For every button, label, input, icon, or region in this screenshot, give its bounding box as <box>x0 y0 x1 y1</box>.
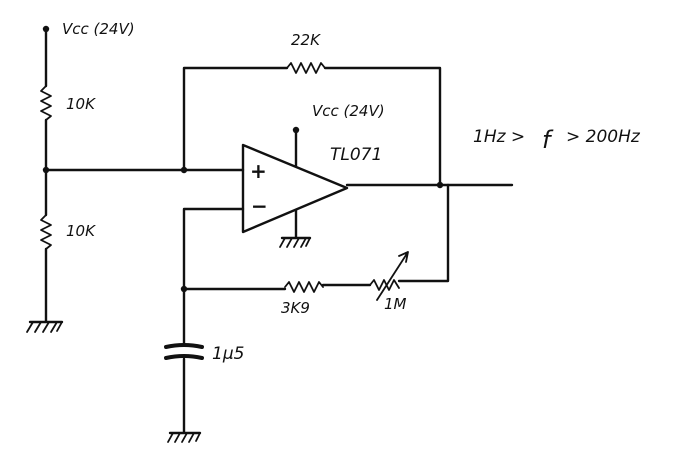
opamp-model-label: TL071 <box>330 145 382 165</box>
opamp-minus-sign: − <box>251 194 268 218</box>
rc-wire-right <box>397 183 450 283</box>
frequency-range-annotation: 1Hz > f > 200Hz <box>473 126 641 154</box>
output-junction-dot <box>436 181 444 189</box>
opamp-supply-dot <box>292 126 300 134</box>
resistor-label-10k-bottom: 10K <box>66 222 96 240</box>
wire-minus-input <box>182 207 245 291</box>
vcc-label-left: Vcc (24V) <box>62 20 135 38</box>
feedback-22k-loop: 22K <box>182 31 442 187</box>
resistor-22k <box>286 62 326 74</box>
cap-plate-top <box>164 343 204 349</box>
ground-symbol-left <box>26 320 64 333</box>
frequency-suffix: > 200Hz <box>566 127 641 147</box>
ground-symbol-opamp <box>279 236 312 248</box>
resistor-3k9 <box>284 281 324 293</box>
frequency-symbol: f <box>542 126 554 154</box>
capacitor-label: 1μ5 <box>212 344 244 364</box>
opamp-tl071: + − Vcc (24V) TL071 <box>241 102 385 248</box>
feedback-wire-left <box>182 66 289 172</box>
resistor-10k-bottom <box>40 214 52 250</box>
opamp-plus-sign: + <box>250 159 267 183</box>
voltage-divider: Vcc (24V) 10K 10K <box>26 20 135 333</box>
resistor-label-3k9: 3K9 <box>281 299 310 317</box>
resistor-10k-top <box>40 85 52 121</box>
frequency-prefix: 1Hz > <box>473 127 525 147</box>
resistor-label-10k-top: 10K <box>66 95 96 113</box>
rc-feedback-network: 3K9 1M <box>182 183 450 317</box>
cap-plate-bottom <box>164 354 204 360</box>
potentiometer-1m <box>369 251 409 301</box>
vcc-label-opamp: Vcc (24V) <box>312 102 385 120</box>
potentiometer-label-1m: 1M <box>384 295 407 313</box>
ground-symbol-capacitor <box>167 431 202 443</box>
capacitor-1u5: 1μ5 <box>164 287 244 443</box>
resistor-label-22k: 22K <box>291 31 321 49</box>
potentiometer-arrow <box>376 251 409 301</box>
feedback-wire-right <box>323 66 442 187</box>
